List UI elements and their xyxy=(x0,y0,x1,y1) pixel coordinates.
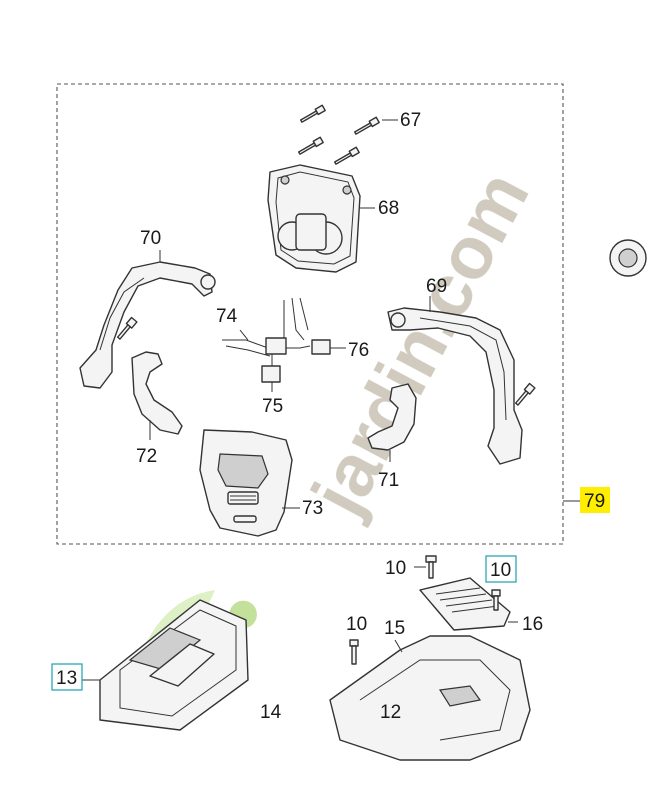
part-74-wiring xyxy=(222,297,346,392)
label-71: 71 xyxy=(378,470,399,491)
screws-67 xyxy=(297,104,398,165)
part-70-handle xyxy=(79,250,216,389)
part-73-housing xyxy=(199,429,300,537)
gear-part xyxy=(609,239,647,277)
label-74: 74 xyxy=(216,306,238,327)
part-15-frame xyxy=(329,635,531,761)
label-10-a: 10 xyxy=(385,558,406,579)
box-13 xyxy=(51,663,83,691)
label-75: 75 xyxy=(262,396,283,417)
label-15: 15 xyxy=(384,618,405,639)
screw-10-a xyxy=(414,555,437,579)
label-73: 73 xyxy=(302,498,323,519)
part-16-cover xyxy=(419,577,518,631)
box-10 xyxy=(485,555,517,583)
label-10-c: 10 xyxy=(346,614,367,635)
label-70: 70 xyxy=(140,228,161,249)
assembly-box xyxy=(56,83,564,545)
part-68-bracket xyxy=(267,164,375,273)
highlight-79 xyxy=(580,487,610,513)
part-72-clip xyxy=(131,351,183,440)
label-72: 72 xyxy=(136,446,157,467)
label-69: 69 xyxy=(426,276,447,297)
part-13-battery xyxy=(82,599,249,731)
label-76: 76 xyxy=(348,340,369,361)
label-67: 67 xyxy=(400,110,421,131)
label-10-b: 10 xyxy=(490,560,511,581)
part-69-handle xyxy=(387,296,536,465)
label-79: 79 xyxy=(584,491,605,512)
label-14: 14 xyxy=(260,702,282,723)
part-71-clip xyxy=(367,383,417,462)
label-68: 68 xyxy=(378,198,399,219)
label-13: 13 xyxy=(56,668,77,689)
label-12: 12 xyxy=(380,702,401,723)
label-16: 16 xyxy=(522,614,543,635)
